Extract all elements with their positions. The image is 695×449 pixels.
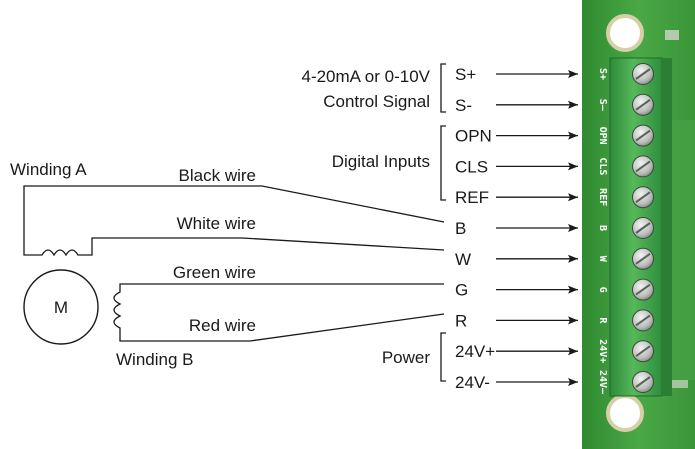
arrowhead-r — [568, 316, 578, 325]
white-wire-label: White wire — [177, 214, 256, 233]
pcb-label-24v-minus: 24V– — [597, 370, 608, 395]
power-bracket — [440, 332, 446, 382]
terminal-label-s-minusplus: S+ — [455, 65, 476, 84]
pcb-label-g: G — [597, 287, 608, 293]
winding-b-wires — [113, 283, 445, 342]
arrowhead-w — [568, 254, 578, 263]
winding-a-wires — [23, 185, 445, 257]
winding-b-label: Winding B — [116, 350, 193, 369]
terminal-label-s-minus: S- — [455, 96, 472, 115]
terminal-label-24v-minusplus: 24V+ — [455, 342, 495, 361]
motor-symbol-label: M — [54, 298, 68, 317]
arrowhead-opn — [568, 131, 578, 140]
screw-slot-b — [635, 222, 651, 234]
screw-slot-s-minusplus — [635, 68, 651, 80]
terminal-block: S+ S– OPN CLS REF B W G R 24V+ 24V– — [597, 57, 672, 397]
arrowhead-24v-minus — [568, 378, 578, 386]
winding-a-label: Winding A — [10, 160, 87, 179]
terminal-label-cls: CLS — [455, 157, 488, 176]
terminal-label-r: R — [455, 311, 467, 330]
pcb-label-r: R — [597, 317, 608, 324]
screw-slot-24v-minus — [635, 376, 651, 388]
screw-slot-r — [635, 314, 651, 327]
pcb-label-opn: OPN — [597, 127, 608, 145]
pcb-label-cls: CLS — [597, 157, 608, 175]
red-wire-label: Red wire — [189, 316, 256, 335]
motor-symbol — [23, 269, 99, 345]
screw-slot-cls — [635, 160, 651, 173]
arrowhead-cls — [568, 162, 578, 171]
power-label: Power — [382, 348, 431, 367]
screw-slot-s-minus — [635, 98, 651, 111]
arrowhead-ref — [568, 193, 578, 202]
screw-slot-g — [635, 283, 651, 296]
pcb-label-b: B — [597, 225, 608, 231]
pcb-label-s-minus: S– — [597, 99, 608, 112]
digital-inputs-label: Digital Inputs — [332, 152, 430, 171]
terminal-screws — [632, 63, 654, 393]
signal-label-line1: 4-20mA or 0-10V — [301, 67, 430, 86]
terminal-label-g: G — [455, 281, 468, 300]
group-brackets — [440, 63, 446, 382]
terminal-label-opn: OPN — [455, 127, 492, 146]
screw-slot-24v-minusplus — [635, 345, 651, 358]
arrowhead-s-minusplus — [568, 70, 578, 78]
terminal-label-ref: REF — [455, 188, 489, 207]
motor-wiring: M Winding A Winding B Black wire White w… — [10, 160, 445, 369]
pcb-silkscreen-labels: S+ S– OPN CLS REF B W G R 24V+ 24V– — [597, 68, 608, 395]
black-wire-label: Black wire — [179, 166, 256, 185]
arrowhead-g — [568, 285, 578, 294]
screw-slot-w — [635, 252, 651, 265]
signal-label-line2: Control Signal — [323, 92, 430, 111]
arrowhead-24v-minusplus — [568, 347, 578, 356]
digital-bracket — [440, 125, 446, 201]
pcb-label-24v-minusplus: 24V+ — [597, 339, 608, 363]
terminal-label-24v-minus: 24V- — [455, 373, 490, 392]
arrowhead-s-minus — [568, 100, 578, 109]
terminal-label-b: B — [455, 219, 466, 238]
pcb-label-s-minusplus: S+ — [597, 68, 608, 80]
screw-slot-ref — [635, 191, 651, 204]
screw-slot-opn — [635, 129, 651, 142]
pcb-label-w: W — [597, 256, 608, 263]
mounting-hole-bottom — [606, 394, 644, 432]
mounting-hole-top — [606, 14, 644, 52]
terminal-label-w: W — [455, 250, 471, 269]
arrowhead-b — [568, 224, 578, 232]
green-wire-label: Green wire — [173, 263, 256, 282]
signal-bracket — [440, 63, 446, 113]
pcb-label-ref: REF — [597, 188, 608, 206]
